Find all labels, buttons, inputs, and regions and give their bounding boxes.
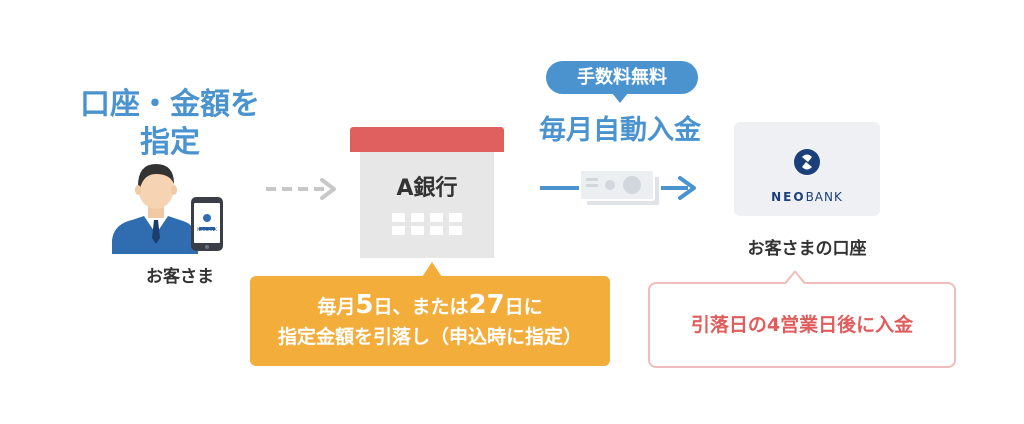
customer-caption: お客さま <box>146 267 214 287</box>
pink-note-pointer-inner <box>786 273 804 284</box>
smartphone-icon <box>191 197 223 251</box>
neobank-wordmark: NEOBANK <box>771 190 843 204</box>
bank-building-icon <box>360 152 494 258</box>
person-icon <box>112 164 198 254</box>
auto-deposit-title: 毎月自動入金 <box>539 115 701 146</box>
debit-schedule-line2: 指定金額を引落し（申込時に指定） <box>277 326 582 348</box>
destination-caption: お客さまの口座 <box>747 239 867 259</box>
deposit-timing-note: 引落日の4営業日後に入金 <box>648 282 956 368</box>
customer-heading-line2: 指定 <box>140 125 200 160</box>
fee-free-badge: 手数料無料 <box>546 61 698 94</box>
fee-badge-pointer <box>612 93 628 103</box>
dashed-arrow-icon <box>266 178 336 200</box>
bank-building-roof <box>350 127 504 152</box>
money-bills-icon <box>579 169 661 207</box>
neobank-logo-icon <box>794 149 820 175</box>
bank-label: A銀行 <box>396 176 458 201</box>
bank-windows <box>392 213 462 235</box>
debit-schedule-line1: 毎月5日、または27日に <box>317 290 543 320</box>
debit-schedule-callout: 毎月5日、または27日に 指定金額を引落し（申込時に指定） <box>250 276 610 366</box>
customer-heading: 口座・金額を 指定 <box>60 86 280 162</box>
phone-brand-text: NEOBANK <box>197 227 217 232</box>
orange-callout-pointer <box>422 262 442 277</box>
solid-arrow-icon <box>540 169 696 207</box>
customer-heading-line1: 口座・金額を <box>80 87 260 122</box>
